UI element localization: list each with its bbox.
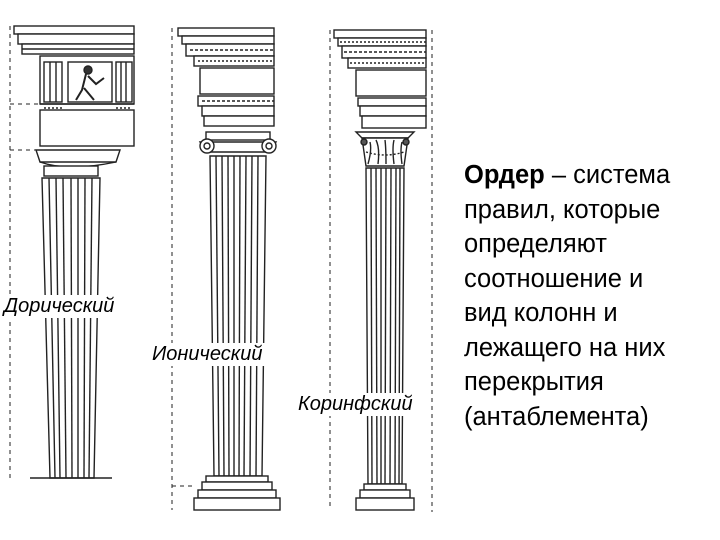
ionic-column-drawing xyxy=(171,27,281,511)
definition-line: Ордер – система xyxy=(464,158,714,193)
corinthian-column-drawing xyxy=(329,29,433,512)
definition-line: вид колонн и xyxy=(464,299,618,327)
ionic-order-label: Ионический xyxy=(150,343,265,366)
definition-line: соотношение и xyxy=(464,264,644,293)
definition-line: перекрытия xyxy=(464,368,604,396)
order-definition: Ордер – система правил, которые определя… xyxy=(464,158,714,434)
definition-line: лежащего на них xyxy=(464,333,666,362)
definition-line: правил, которые xyxy=(464,195,661,224)
definition-line: определяют xyxy=(464,230,607,258)
corinthian-order-label: Коринфский xyxy=(296,393,415,416)
doric-column-drawing xyxy=(9,25,135,479)
definition-line: (антаблемента) xyxy=(464,402,649,431)
definition-text: система xyxy=(573,161,671,189)
definition-term: Ордер xyxy=(464,161,545,189)
doric-order-label: Дорический xyxy=(2,295,117,318)
definition-dash: – xyxy=(544,161,574,189)
